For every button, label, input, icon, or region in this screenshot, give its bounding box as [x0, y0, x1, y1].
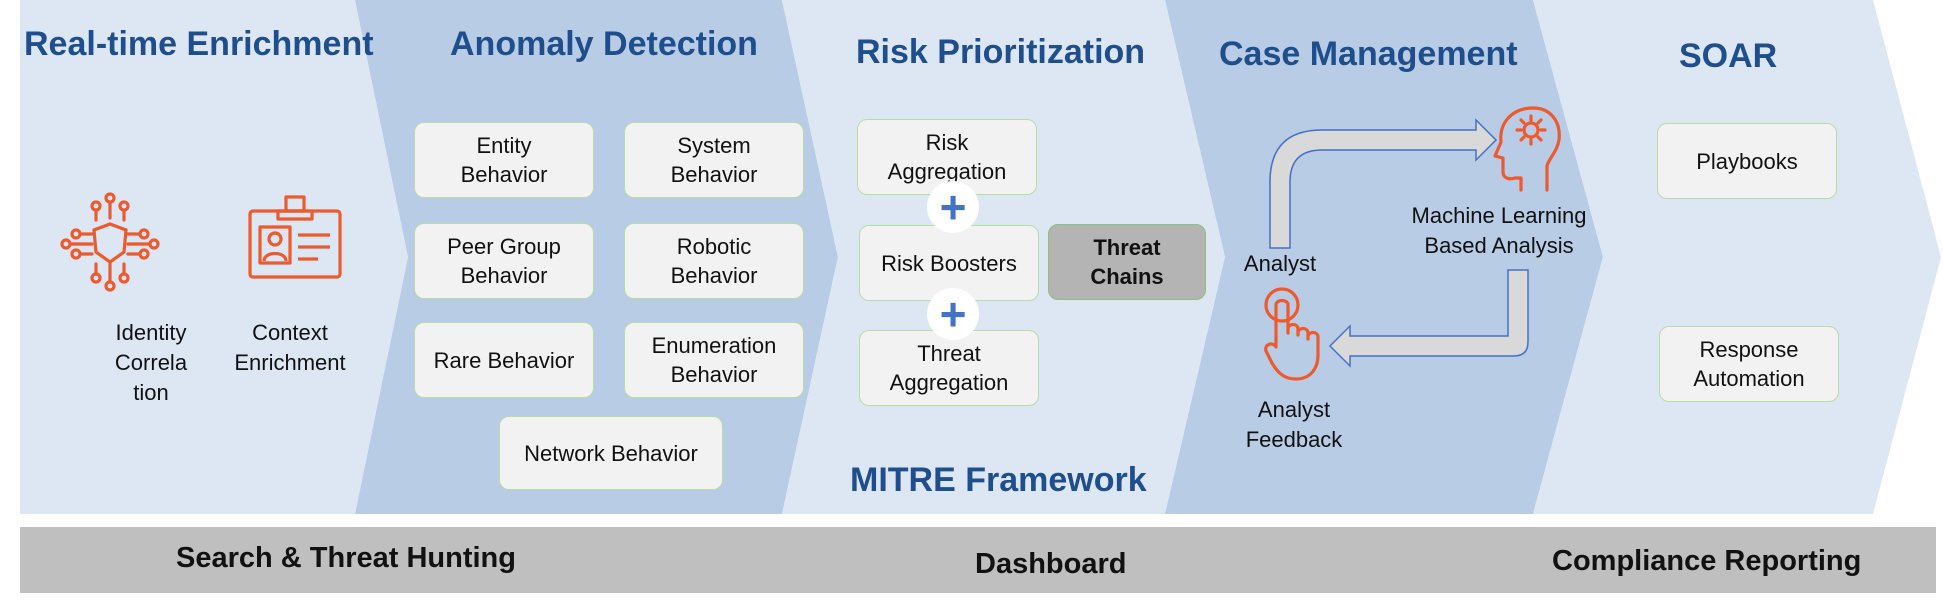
mitre-framework-label: MITRE Framework	[850, 461, 1147, 499]
identity-correlation-label: Identity Correla tion	[114, 320, 188, 405]
hand-pointer-icon	[1264, 287, 1320, 381]
analyst-label: Analyst	[1243, 251, 1317, 276]
plus-sign-top: +	[939, 181, 967, 233]
dashboard-label: Dashboard	[975, 548, 1127, 580]
ml-to-feedback-arrow	[1328, 269, 1529, 368]
stage-title-anomaly: Anomaly Detection	[450, 25, 758, 63]
plus-sign-bottom: +	[939, 288, 967, 340]
rare-behavior-box: Rare Behavior	[414, 322, 594, 398]
bottom-bar	[20, 527, 1936, 593]
stage-title-case: Case Management	[1219, 35, 1518, 73]
stage-title-enrichment: Real-time Enrichment	[24, 25, 374, 63]
chevron-case	[1165, 0, 1603, 514]
stage-title-risk: Risk Prioritization	[856, 33, 1146, 71]
search-threat-hunting-label: Search & Threat Hunting	[176, 542, 516, 574]
id-badge-icon	[248, 195, 342, 279]
chevron-soar	[1533, 0, 1941, 514]
analyst-feedback-label: Analyst Feedback	[1245, 397, 1343, 452]
head-gear-icon	[1493, 106, 1561, 192]
ml-analysis-label: Machine Learning Based Analysis	[1411, 203, 1587, 258]
compliance-reporting-label: Compliance Reporting	[1552, 545, 1862, 577]
network-behavior-box: Network Behavior	[499, 416, 723, 490]
plus-circle-top	[927, 181, 979, 233]
circuit-shield-icon	[60, 192, 160, 292]
context-enrichment-label: Context Enrichment	[234, 320, 346, 375]
stage-title-soar: SOAR	[1679, 37, 1778, 75]
playbooks-box: Playbooks	[1657, 123, 1837, 199]
plus-circle-bottom	[927, 288, 979, 340]
chevron-enrichment	[20, 0, 408, 514]
